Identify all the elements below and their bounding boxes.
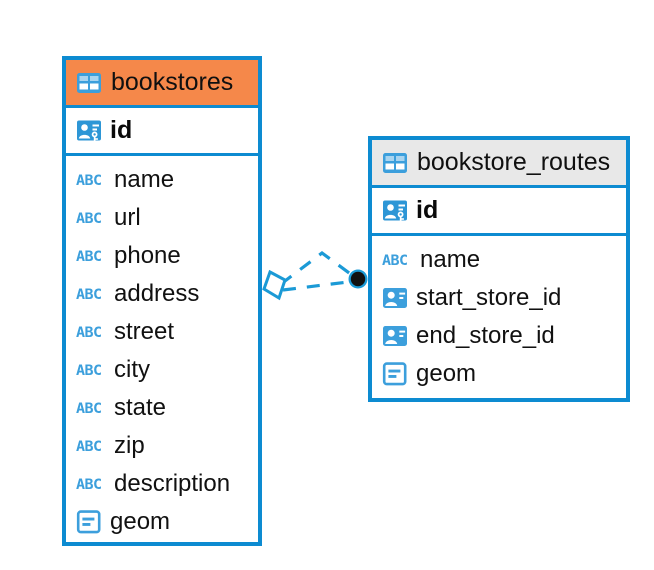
field-row-state[interactable]: ABC state xyxy=(66,389,258,427)
entity-title: bookstore_routes xyxy=(417,148,611,176)
field-label: city xyxy=(114,356,150,383)
field-label: end_store_id xyxy=(416,322,555,349)
abc-text-icon: ABC xyxy=(76,360,102,379)
field-row-start-store-id[interactable]: start_store_id xyxy=(372,279,626,317)
primary-key-row-bookstore-routes[interactable]: id xyxy=(372,188,626,236)
field-row-end-store-id[interactable]: end_store_id xyxy=(372,317,626,355)
field-label: description xyxy=(114,470,231,497)
field-label: name xyxy=(114,166,175,193)
primary-key-icon xyxy=(382,198,408,224)
foreign-key-icon xyxy=(382,324,408,348)
abc-text-icon: ABC xyxy=(76,398,102,417)
field-row-description[interactable]: ABC description xyxy=(66,465,258,503)
abc-text-icon: ABC xyxy=(76,284,102,303)
abc-text-icon: ABC xyxy=(76,436,102,455)
abc-text-icon: ABC xyxy=(76,474,102,493)
field-row-url[interactable]: ABC url xyxy=(66,199,258,237)
field-row-phone[interactable]: ABC phone xyxy=(66,237,258,275)
entity-header-bookstores[interactable]: bookstores xyxy=(66,60,258,108)
field-row-geom[interactable]: geom xyxy=(66,503,258,541)
field-label: name xyxy=(420,246,481,273)
field-label: address xyxy=(114,280,200,307)
field-label: url xyxy=(114,204,141,231)
abc-text-icon: ABC xyxy=(76,170,102,189)
entity-bookstores[interactable]: bookstores id ABC xyxy=(62,56,262,546)
field-label: start_store_id xyxy=(416,284,562,311)
field-label: geom xyxy=(416,360,477,387)
filled-circle-marker xyxy=(348,269,368,289)
diamond-marker xyxy=(262,269,287,301)
field-label: phone xyxy=(114,242,181,269)
table-icon xyxy=(76,72,102,94)
field-row-name[interactable]: ABC name xyxy=(372,241,626,279)
relationship-line-lower xyxy=(282,279,357,292)
field-list-bookstores: ABC name ABC url ABC phone ABC address A… xyxy=(66,156,258,547)
primary-key-label: id xyxy=(416,196,439,224)
field-list-bookstore-routes: ABC name start_store_id xyxy=(372,236,626,399)
abc-text-icon: ABC xyxy=(76,208,102,227)
primary-key-icon xyxy=(76,118,102,144)
abc-text-icon: ABC xyxy=(382,250,408,269)
field-label: state xyxy=(114,394,167,421)
entity-bookstore-routes[interactable]: bookstore_routes id ABC xyxy=(368,136,630,402)
field-row-zip[interactable]: ABC zip xyxy=(66,427,258,465)
foreign-key-icon xyxy=(382,286,408,310)
field-row-geom[interactable]: geom xyxy=(372,355,626,393)
field-label: geom xyxy=(110,508,171,535)
field-row-street[interactable]: ABC street xyxy=(66,313,258,351)
entity-header-bookstore-routes[interactable]: bookstore_routes xyxy=(372,140,626,188)
field-label: street xyxy=(114,318,175,345)
field-row-city[interactable]: ABC city xyxy=(66,351,258,389)
geometry-icon xyxy=(382,362,408,386)
primary-key-row-bookstores[interactable]: id xyxy=(66,108,258,156)
table-icon xyxy=(382,152,408,174)
geometry-icon xyxy=(76,510,102,534)
field-row-address[interactable]: ABC address xyxy=(66,275,258,313)
abc-text-icon: ABC xyxy=(76,322,102,341)
field-label: zip xyxy=(114,432,145,459)
field-row-name[interactable]: ABC name xyxy=(66,161,258,199)
primary-key-label: id xyxy=(110,116,133,144)
relationship-line-upper xyxy=(280,251,357,286)
entity-title: bookstores xyxy=(111,68,234,96)
abc-text-icon: ABC xyxy=(76,246,102,265)
